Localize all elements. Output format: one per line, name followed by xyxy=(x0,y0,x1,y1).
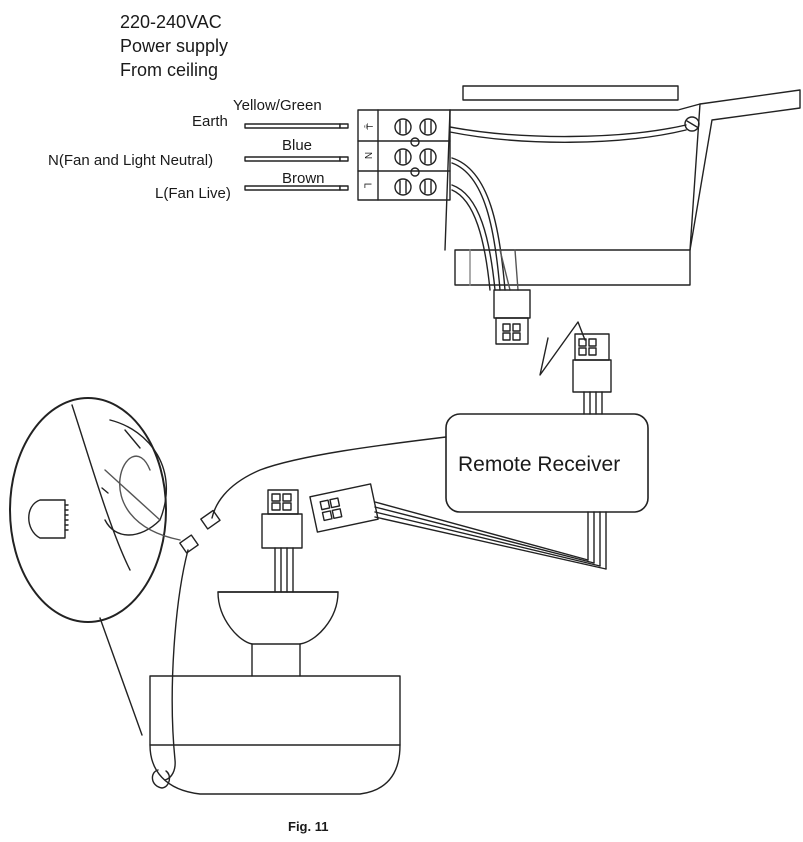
terminal-screws xyxy=(394,118,437,196)
supply-source-label: From ceiling xyxy=(120,60,219,80)
internal-wires xyxy=(449,124,687,291)
live-terminal-label: L(Fan Live) xyxy=(155,185,231,202)
receiver-antenna-wire xyxy=(211,436,447,519)
ceiling-bracket xyxy=(444,85,801,286)
neutral-wire-color-label: Blue xyxy=(282,137,313,154)
remote-receiver-label: Remote Receiver xyxy=(458,453,621,476)
terminal-block xyxy=(357,109,451,201)
break-line xyxy=(539,321,586,376)
terminal-l-letter: L xyxy=(361,182,373,189)
supply-type-label: Power supply xyxy=(120,36,229,56)
earth-symbol-icon: ⏚ xyxy=(361,121,373,132)
remote-receiver-box xyxy=(445,413,649,513)
earth-wire-color-label: Yellow/Green xyxy=(233,97,322,114)
supply-wires xyxy=(244,123,349,191)
fan-connector xyxy=(261,489,303,593)
neutral-terminal-label: N(Fan and Light Neutral) xyxy=(48,152,214,169)
receiver-input-connector xyxy=(572,333,612,415)
live-wire-color-label: Brown xyxy=(282,170,325,187)
ceiling-connector xyxy=(493,289,531,345)
terminal-n-letter: N xyxy=(362,151,374,160)
receiver-output-connector xyxy=(309,483,379,533)
magnified-detail xyxy=(9,397,181,736)
earth-terminal-label: Earth xyxy=(192,113,228,130)
receiver-output-wires xyxy=(374,501,607,570)
inline-connector xyxy=(164,509,221,781)
figure-caption: Fig. 11 xyxy=(288,819,329,834)
fan-housing xyxy=(149,591,401,795)
supply-voltage-label: 220-240VAC xyxy=(120,12,222,32)
